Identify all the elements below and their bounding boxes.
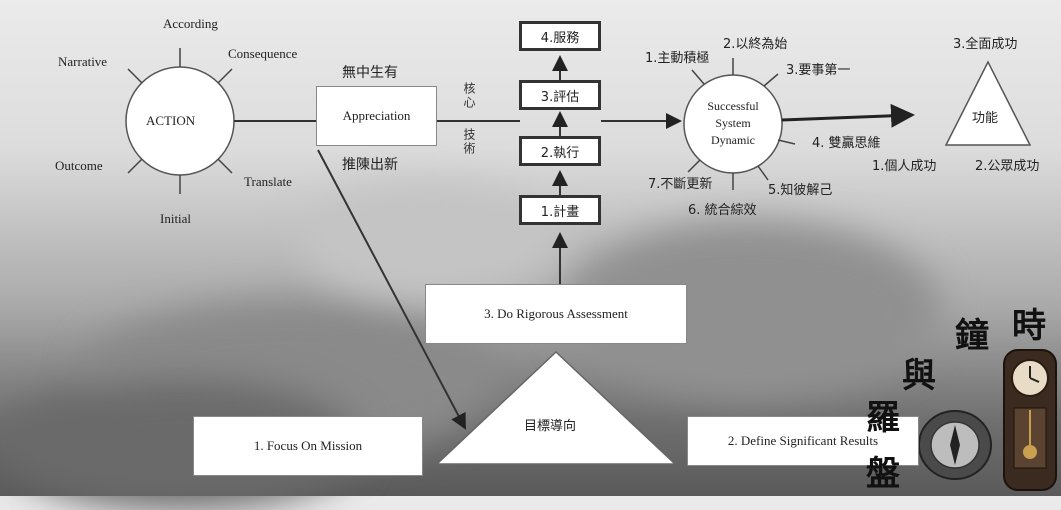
action-center-label: ACTION — [146, 113, 196, 128]
step-label: 3.評估 — [540, 89, 580, 105]
decor-char: 與 — [902, 356, 936, 396]
step-label: 2.執行 — [540, 145, 580, 161]
core-bottom-label: 技術 — [462, 128, 476, 156]
step-label: 1.計畫 — [540, 204, 580, 220]
dynamic-spokes — [687, 58, 796, 190]
result-bottom-right-label: 2.公眾成功 — [975, 159, 1040, 174]
clock-illustration — [1003, 349, 1057, 491]
spoke-label-initial: Initial — [160, 211, 192, 226]
dynamic-habit-4: 4. 雙贏思維 — [812, 136, 881, 151]
spoke-label-translate: Translate — [244, 174, 292, 189]
step-box-execute: 2.執行 — [519, 136, 601, 166]
connector-arrow — [781, 103, 915, 128]
assessment-label: 3. Do Rigorous Assessment — [484, 306, 628, 321]
core-top-label: 核心 — [462, 82, 476, 110]
dynamic-habit-1: 1.主動積極 — [645, 51, 710, 66]
appreciation-label: Appreciation — [342, 108, 411, 123]
appreciation-below-label: 推陳出新 — [342, 157, 398, 173]
step-label: 4.服務 — [540, 30, 580, 46]
connector-arrow — [317, 149, 466, 430]
result-triangle-label: 功能 — [972, 111, 999, 126]
step-box-evaluate: 3.評估 — [519, 80, 601, 110]
results-box: 2. Define Significant Results — [687, 416, 919, 466]
dynamic-habit-2: 2.以終為始 — [723, 37, 788, 52]
goal-triangle — [435, 350, 677, 465]
spoke-label-according: According — [163, 16, 218, 31]
appreciation-box: Appreciation — [316, 86, 437, 146]
results-label: 2. Define Significant Results — [727, 433, 879, 448]
decor-char: 鐘 — [955, 316, 989, 356]
decor-char: 盤 — [866, 454, 900, 494]
mission-box: 1. Focus On Mission — [193, 416, 423, 476]
decor-char: 羅 — [866, 398, 900, 438]
spoke-label-narrative: Narrative — [58, 54, 108, 69]
appreciation-above-label: 無中生有 — [342, 65, 398, 81]
mission-label: 1. Focus On Mission — [253, 438, 363, 453]
step-box-plan: 1.計畫 — [519, 195, 601, 225]
dynamic-habit-5: 5.知彼解己 — [768, 183, 833, 198]
decor-char: 時 — [1012, 306, 1046, 346]
dynamic-habit-3: 3.要事第一 — [786, 63, 851, 78]
result-top-label: 3.全面成功 — [953, 37, 1018, 52]
spoke-label-outcome: Outcome — [55, 158, 103, 173]
result-bottom-left-label: 1.個人成功 — [872, 159, 937, 174]
assessment-box: 3. Do Rigorous Assessment — [425, 284, 687, 344]
step-box-service: 4.服務 — [519, 21, 601, 51]
dynamic-center-label: Successful System Dynamic — [707, 99, 759, 147]
goal-triangle-label: 目標導向 — [524, 419, 577, 434]
dynamic-habit-6: 6. 統合綜效 — [688, 203, 757, 218]
spoke-label-consequence: Consequence — [228, 46, 298, 61]
diagram-lines — [125, 48, 1057, 491]
compass-illustration — [918, 410, 992, 480]
dynamic-habit-7: 7.不斷更新 — [648, 177, 713, 192]
result-triangle — [944, 60, 1032, 146]
